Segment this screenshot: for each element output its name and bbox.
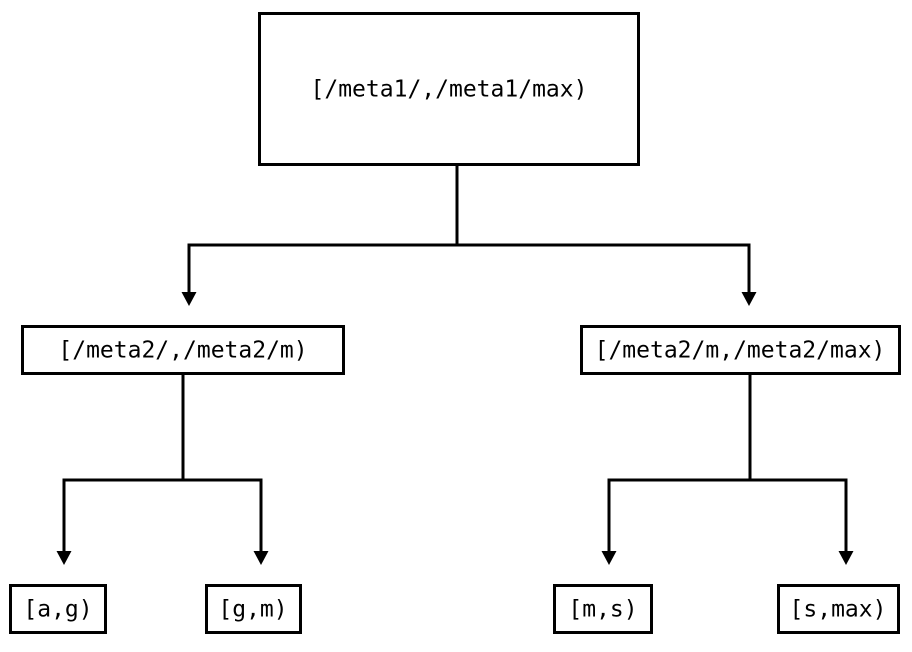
node-label: [m,s) bbox=[568, 597, 637, 623]
arrowhead-icon bbox=[741, 292, 757, 306]
tree-node-leaf-s-max[interactable]: [s,max) bbox=[777, 584, 900, 634]
edge-mid-right-to-leaf-m-s bbox=[601, 375, 752, 565]
node-label: [/meta2/m,/meta2/max) bbox=[595, 338, 886, 364]
node-label: [/meta2/,/meta2/m) bbox=[58, 338, 307, 364]
node-box bbox=[580, 325, 901, 375]
edge-path bbox=[607, 375, 752, 551]
tree-node-leaf-g-m[interactable]: [g,m) bbox=[205, 584, 302, 634]
edge-mid-left-to-leaf-a-g bbox=[56, 375, 185, 565]
edge-path bbox=[748, 375, 848, 551]
node-group: [/meta1/,/meta1/max) [/meta2/,/meta2/m) … bbox=[9, 12, 901, 634]
tree-node-mid-right[interactable]: [/meta2/m,/meta2/max) bbox=[580, 325, 901, 375]
edge-group bbox=[56, 166, 854, 565]
edge-path bbox=[187, 166, 459, 292]
edge-path bbox=[455, 166, 751, 292]
arrowhead-icon bbox=[253, 551, 269, 565]
node-box bbox=[553, 584, 653, 634]
node-label: [s,max) bbox=[790, 597, 887, 623]
tree-node-leaf-a-g[interactable]: [a,g) bbox=[9, 584, 107, 634]
arrowhead-icon bbox=[601, 551, 617, 565]
tree-node-root[interactable]: [/meta1/,/meta1/max) bbox=[258, 12, 640, 166]
node-box bbox=[21, 325, 345, 375]
node-box bbox=[205, 584, 302, 634]
tree-node-mid-left[interactable]: [/meta2/,/meta2/m) bbox=[21, 325, 345, 375]
node-label: [a,g) bbox=[23, 597, 92, 623]
edge-path bbox=[181, 375, 263, 551]
node-box bbox=[9, 584, 107, 634]
edge-mid-right-to-leaf-s-max bbox=[748, 375, 854, 565]
tree-node-leaf-m-s[interactable]: [m,s) bbox=[553, 584, 653, 634]
edge-mid-left-to-leaf-g-m bbox=[181, 375, 269, 565]
edge-root-to-mid-left bbox=[181, 166, 459, 306]
node-box bbox=[258, 12, 640, 166]
edge-path bbox=[62, 375, 185, 551]
node-box bbox=[777, 584, 900, 634]
arrowhead-icon bbox=[838, 551, 854, 565]
arrowhead-icon bbox=[56, 551, 72, 565]
node-label: [g,m) bbox=[218, 597, 287, 623]
arrowhead-icon bbox=[181, 292, 197, 306]
node-label: [/meta1/,/meta1/max) bbox=[311, 77, 588, 103]
edge-root-to-mid-right bbox=[455, 166, 757, 306]
